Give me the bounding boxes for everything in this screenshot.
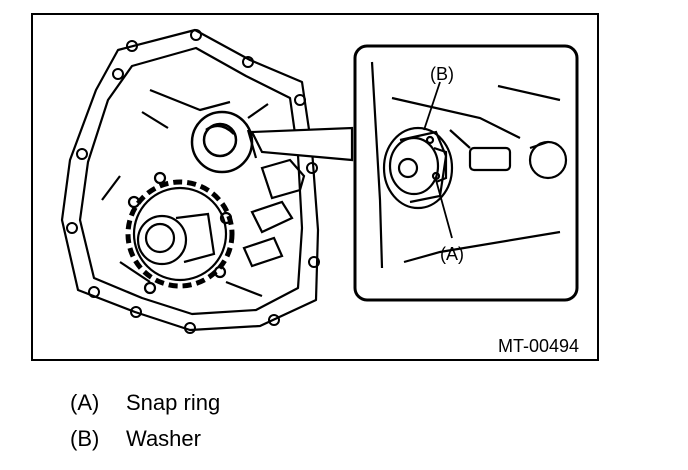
legend-key-a: (A)	[70, 390, 100, 415]
transmission-case	[60, 28, 320, 334]
callout-a-label: (A)	[440, 244, 464, 264]
detail-inset: (B) (A)	[353, 44, 579, 302]
callout-b-label: (B)	[430, 64, 454, 84]
legend-label-washer: Washer	[126, 426, 201, 451]
callout-pointer	[250, 126, 354, 162]
drive-gear	[125, 171, 235, 295]
upper-shaft-bore	[190, 110, 254, 174]
legend-label-snap-ring: Snap ring	[126, 390, 221, 415]
shift-rod	[242, 138, 306, 268]
figure-frame	[31, 13, 599, 361]
figure-code: MT-00494	[498, 336, 579, 356]
legend-key-b: (B)	[70, 426, 100, 451]
